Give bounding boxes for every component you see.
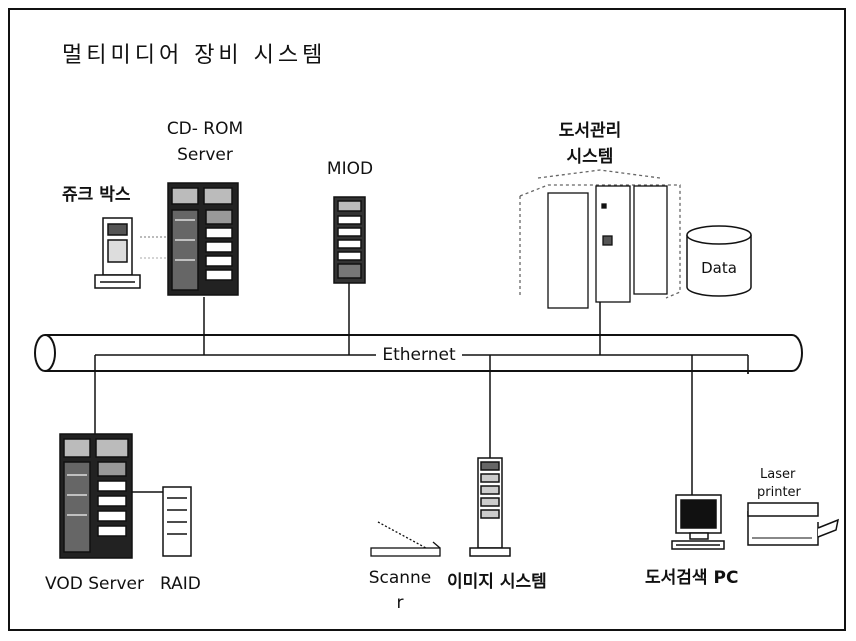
network-wire — [94, 283, 749, 495]
diagram-title: 멀티미디어 장비 시스템 — [62, 43, 327, 68]
vod-server-icon — [59, 433, 133, 559]
laser-printer-icon — [747, 502, 840, 546]
scanner-label-line1: Scanne — [368, 568, 432, 588]
miod-server-icon — [333, 196, 366, 284]
laser-printer-label-line2: printer — [757, 485, 801, 500]
cd-rom-server-icon — [167, 182, 239, 296]
diagram-frame — [8, 8, 846, 631]
raid-icon — [162, 486, 192, 557]
library-system-icon — [519, 169, 681, 309]
cd-rom-server-label-line2: Server — [177, 145, 233, 165]
library-system-label-line1: 도서관리 — [558, 121, 622, 141]
scanner-label-line2: r — [396, 593, 404, 613]
miod-label: MIOD — [326, 159, 374, 179]
ethernet-bus — [34, 334, 803, 372]
search-pc-label: 도서검색 PC — [645, 568, 739, 588]
library-system-label-line2: 시스템 — [566, 147, 614, 167]
image-system-label: 이미지 시스템 — [447, 572, 547, 592]
cd-rom-server-label-line1: CD- ROM — [166, 119, 244, 139]
data-storage-icon — [686, 225, 752, 297]
laser-printer-label-line1: Laser — [760, 467, 796, 482]
jukebox-icon — [94, 217, 141, 289]
vod-server-label: VOD Server — [45, 574, 144, 594]
jukebox-label: 쥬크 박스 — [62, 185, 131, 205]
scanner-icon — [370, 521, 441, 557]
raid-label: RAID — [160, 574, 201, 594]
data-label: Data — [701, 259, 737, 277]
ethernet-label: Ethernet — [376, 344, 462, 366]
search-pc-icon — [671, 494, 725, 550]
image-system-icon — [469, 457, 511, 557]
